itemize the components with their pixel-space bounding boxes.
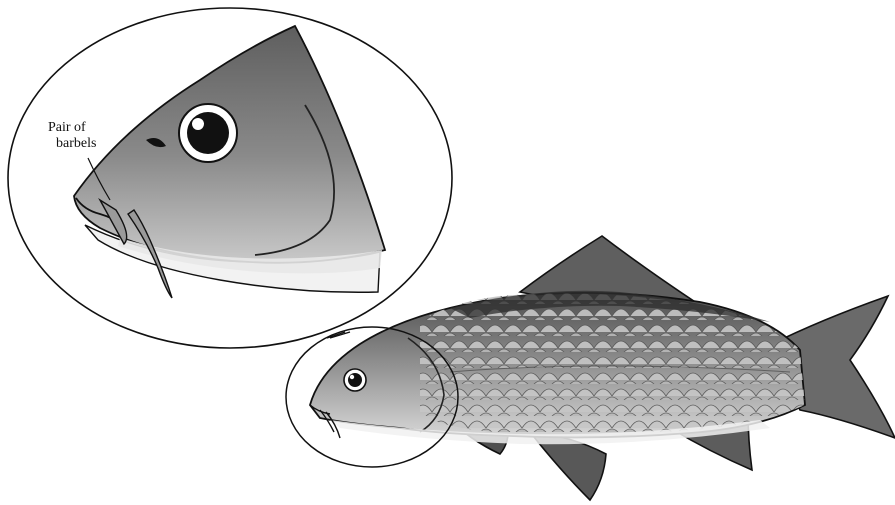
barbels-label-line2: barbels <box>56 136 96 152</box>
barbels-label-line1: Pair of <box>48 120 86 136</box>
